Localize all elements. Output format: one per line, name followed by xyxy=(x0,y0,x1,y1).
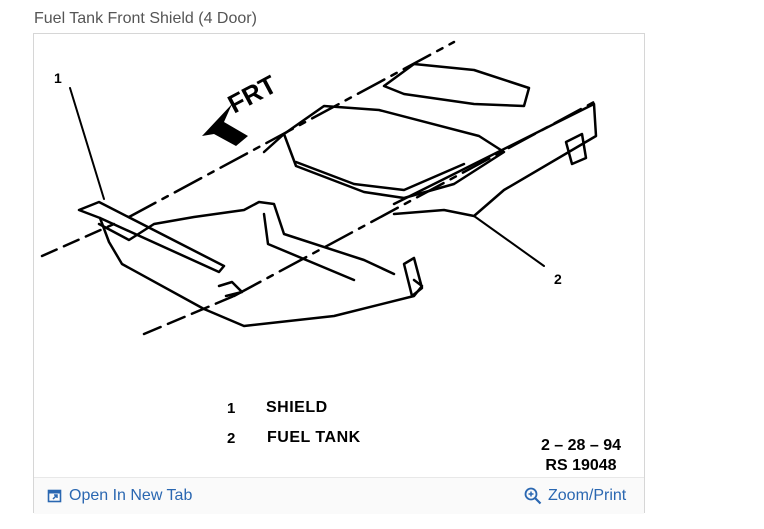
front-arrow-icon xyxy=(202,104,248,146)
open-in-new-tab-link[interactable]: Open In New Tab xyxy=(47,487,192,505)
fuel-tank-edge xyxy=(262,132,286,154)
legend-number-2: 2 xyxy=(227,430,236,447)
shield-tab xyxy=(402,256,424,298)
leader-line-1 xyxy=(69,87,105,200)
fuel-tank-top-inner xyxy=(294,160,466,192)
front-direction-label: FRT xyxy=(223,69,282,119)
shield-channel xyxy=(262,212,356,282)
image-footer: Open In New Tab Zoom/Print xyxy=(34,477,644,514)
callout-1: 1 xyxy=(54,70,62,86)
diagram-reference: RS 19048 xyxy=(545,457,617,474)
fuel-tank-top xyxy=(282,104,506,200)
diagram-frame: FRT 1 2 1 SHIELD 2 FUEL TANK 2 – 28 – 94… xyxy=(33,33,645,514)
centerline-1 xyxy=(40,222,116,258)
legend-number-1: 1 xyxy=(227,400,236,417)
fuel-tank-bracket xyxy=(564,132,588,166)
open-in-new-tab-label: Open In New Tab xyxy=(69,487,193,504)
fuel-tank-hump xyxy=(382,62,531,108)
image-title: Fuel Tank Front Shield (4 Door) xyxy=(34,10,257,27)
diagram-date: 2 – 28 – 94 xyxy=(540,437,622,454)
leader-line-2 xyxy=(473,215,545,267)
fuel-tank-side xyxy=(392,102,598,218)
shield-inner xyxy=(97,200,396,276)
zoom-magnifier-icon xyxy=(524,487,542,505)
fuel-tank-diagram: FRT xyxy=(40,40,598,336)
zoom-print-link[interactable]: Zoom/Print xyxy=(524,487,626,505)
zoom-print-label: Zoom/Print xyxy=(548,487,627,504)
shield-body xyxy=(98,216,424,328)
legend-text-shield: SHIELD xyxy=(266,399,328,416)
legend-text-fuel-tank: FUEL TANK xyxy=(267,429,361,446)
centerline-3 xyxy=(142,294,236,336)
callout-2: 2 xyxy=(554,271,562,287)
open-new-tab-icon xyxy=(47,489,62,503)
shield-slot xyxy=(217,280,244,298)
shield-lip xyxy=(77,200,226,274)
